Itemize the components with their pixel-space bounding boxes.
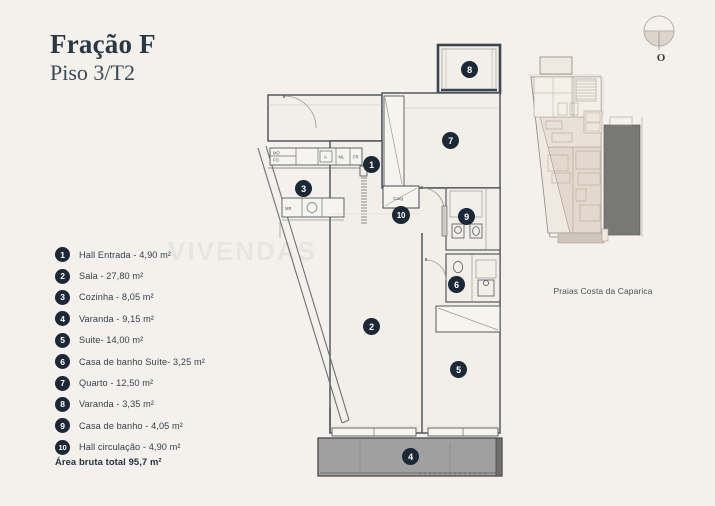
title-block: Fração F Piso 3/T2 [50,29,156,86]
plan-marker-4[interactable]: 4 [402,448,419,465]
page-title: Fração F [50,29,156,59]
plan-marker-10[interactable]: 10 [392,206,410,224]
svg-text:FO: FO [273,158,280,163]
site-plan-caption: Praias Costa da Caparica [553,286,653,296]
legend-badge-6: 6 [55,354,70,370]
site-plan-drawing [518,55,678,280]
legend-item-5: 5 Suite- 14,00 m² [55,330,205,351]
legend-badge-7: 7 [55,375,70,391]
legend-item-9: 9 Casa de banho - 4,05 m² [55,415,205,436]
plan-marker-5[interactable]: 5 [450,361,467,378]
legend-label-7: Quarto - 12,50 m² [79,378,154,389]
legend-label-4: Varanda - 9,15 m² [79,313,155,324]
plan-marker-2[interactable]: 2 [363,318,380,335]
legend-label-3: Cozinha - 8,05 m² [79,292,154,303]
legend-badge-9: 9 [55,418,70,434]
compass-rose: O [641,14,681,66]
legend-label-8: Varanda - 3,35 m² [79,399,155,410]
plan-marker-8[interactable]: 8 [461,61,478,78]
legend-item-2: 2 Sala - 27,80 m² [55,265,205,286]
legend-badge-2: 2 [55,268,70,284]
svg-text:Carg: Carg [393,196,403,201]
legend-item-4: 4 Varanda - 9,15 m² [55,308,205,329]
total-area-label: Área bruta total 95,7 m² [55,456,162,467]
legend-label-2: Sala - 27,80 m² [79,271,144,282]
legend-label-9: Casa de banho - 4,05 m² [79,420,183,431]
floor-plan-drawing: MO FO A ML FR MR [250,28,520,488]
legend-label-5: Suite- 14,00 m² [79,335,144,346]
legend-item-7: 7 Quarto - 12,50 m² [55,372,205,393]
plan-marker-9[interactable]: 9 [458,208,475,225]
legend-badge-4: 4 [55,311,70,327]
svg-text:MO: MO [273,151,280,156]
legend-list: 1 Hall Entrada - 4,90 m² 2 Sala - 27,80 … [55,244,205,458]
svg-text:MR: MR [285,206,292,211]
legend-badge-1: 1 [55,247,70,263]
svg-text:ML: ML [339,155,345,160]
page-subtitle: Piso 3/T2 [50,60,135,86]
plan-marker-3[interactable]: 3 [295,180,312,197]
plan-marker-1[interactable]: 1 [363,156,380,173]
legend-label-1: Hall Entrada - 4,90 m² [79,249,172,260]
legend-item-6: 6 Casa de banho Suíte- 3,25 m² [55,351,205,372]
legend-item-10: 10 Hall circulação - 4,90 m² [55,437,205,458]
legend-label-6: Casa de banho Suíte- 3,25 m² [79,356,205,367]
legend-badge-10: 10 [55,439,70,455]
svg-text:A: A [324,155,327,160]
legend-item-3: 3 Cozinha - 8,05 m² [55,287,205,308]
svg-text:FR: FR [353,155,359,160]
plan-marker-6[interactable]: 6 [448,276,465,293]
compass-letter: O [656,52,666,64]
legend-badge-5: 5 [55,332,70,348]
legend-badge-3: 3 [55,289,70,305]
legend-item-1: 1 Hall Entrada - 4,90 m² [55,244,205,265]
legend-badge-8: 8 [55,396,70,412]
legend-item-8: 8 Varanda - 3,35 m² [55,394,205,415]
plan-marker-7[interactable]: 7 [442,132,459,149]
legend-label-10: Hall circulação - 4,90 m² [79,442,181,453]
